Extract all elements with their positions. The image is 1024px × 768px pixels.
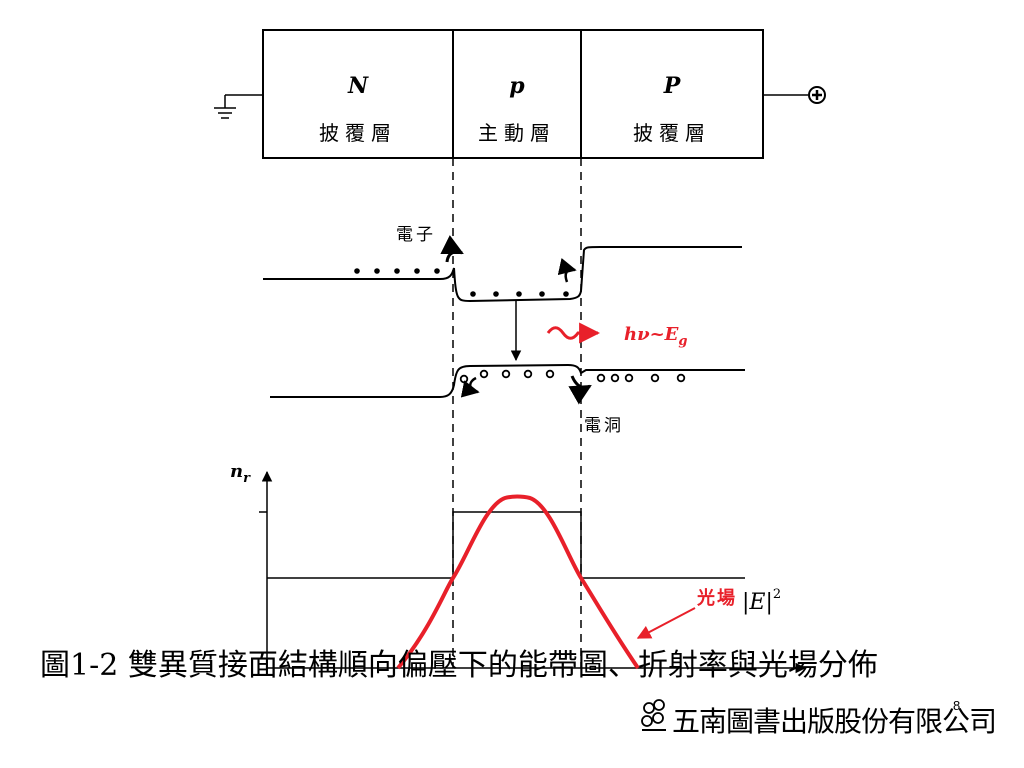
- electron-reflect-arrow: [557, 258, 577, 283]
- publisher-name: 五南圖書出版股份有限公司: [672, 700, 997, 740]
- photon-wave-icon: [546, 322, 601, 344]
- optical-field-curve: [396, 494, 640, 670]
- plus-circle-icon: [763, 86, 826, 104]
- layer-n-letter: N: [347, 73, 369, 99]
- figure-caption: 圖1-2 雙異質接面結構順向偏壓下的能帶圖、折射率與光場分佈: [40, 648, 878, 683]
- layer-structure: N 披覆層 p 主動層 P 披覆層: [262, 29, 764, 159]
- conduction-band: [263, 246, 742, 303]
- layer-p-letter: P: [663, 73, 682, 99]
- refractive-index-plot: nr 光場 |E|2: [230, 461, 807, 674]
- publisher-text: 五南圖書出版股份有限公司: [672, 705, 997, 738]
- layer-p-name: 披覆層: [633, 121, 711, 145]
- page-number: 8: [953, 698, 961, 713]
- hole-injection-arrow: [568, 375, 592, 405]
- publisher-logo-icon: [641, 699, 666, 731]
- electrons-active-region: [470, 291, 569, 297]
- field-expression: |E|2: [742, 587, 781, 615]
- layer-n-name: 披覆層: [319, 121, 397, 145]
- ground-icon: [214, 94, 263, 119]
- layer-p-active-letter: p: [509, 73, 525, 99]
- electron-injection-arrow: [440, 235, 464, 263]
- optical-field-label: 光場: [696, 587, 737, 609]
- layer-box: [262, 29, 764, 159]
- hole-label: 電洞: [584, 416, 624, 436]
- holes-p-region: [596, 373, 686, 383]
- hole-reflect-arrow: [460, 376, 480, 398]
- energy-band-diagram: 電子 電洞 hν~Eg: [263, 225, 745, 436]
- electron-label: 電子: [396, 225, 436, 245]
- valence-band: [270, 363, 745, 398]
- field-pointer-arrow: [636, 607, 696, 639]
- holes-active-region: [459, 369, 555, 384]
- layer-p-active-name: 主動層: [478, 121, 556, 145]
- photon-label: hν~Eg: [624, 324, 687, 349]
- y-axis-label: nr: [230, 461, 251, 486]
- refractive-index-profile: [267, 511, 745, 579]
- electrons-n-region: [354, 268, 440, 274]
